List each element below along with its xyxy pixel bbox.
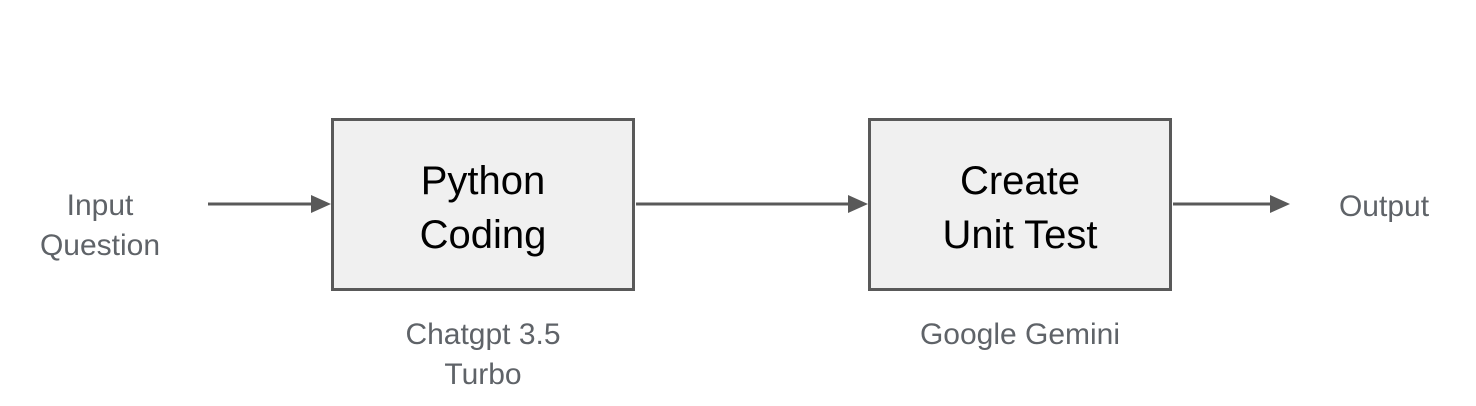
node-python-coding-title: Python Coding (419, 158, 547, 257)
arrow-python-to-unittest-icon (636, 195, 868, 213)
node-create-unit-test: Create Unit Test (868, 118, 1172, 291)
node-python-coding-caption: Chatgpt 3.5 Turbo (405, 318, 561, 391)
arrow-input-to-python-icon (208, 195, 331, 213)
output-label: Output (1338, 190, 1430, 223)
arrow-unittest-to-output-icon (1173, 195, 1290, 213)
node-python-coding: Python Coding (331, 118, 635, 291)
input-question-label: Input Question (39, 189, 161, 262)
node-create-unit-test-caption: Google Gemini (919, 318, 1121, 351)
node-create-unit-test-title: Create Unit Test (942, 158, 1098, 257)
